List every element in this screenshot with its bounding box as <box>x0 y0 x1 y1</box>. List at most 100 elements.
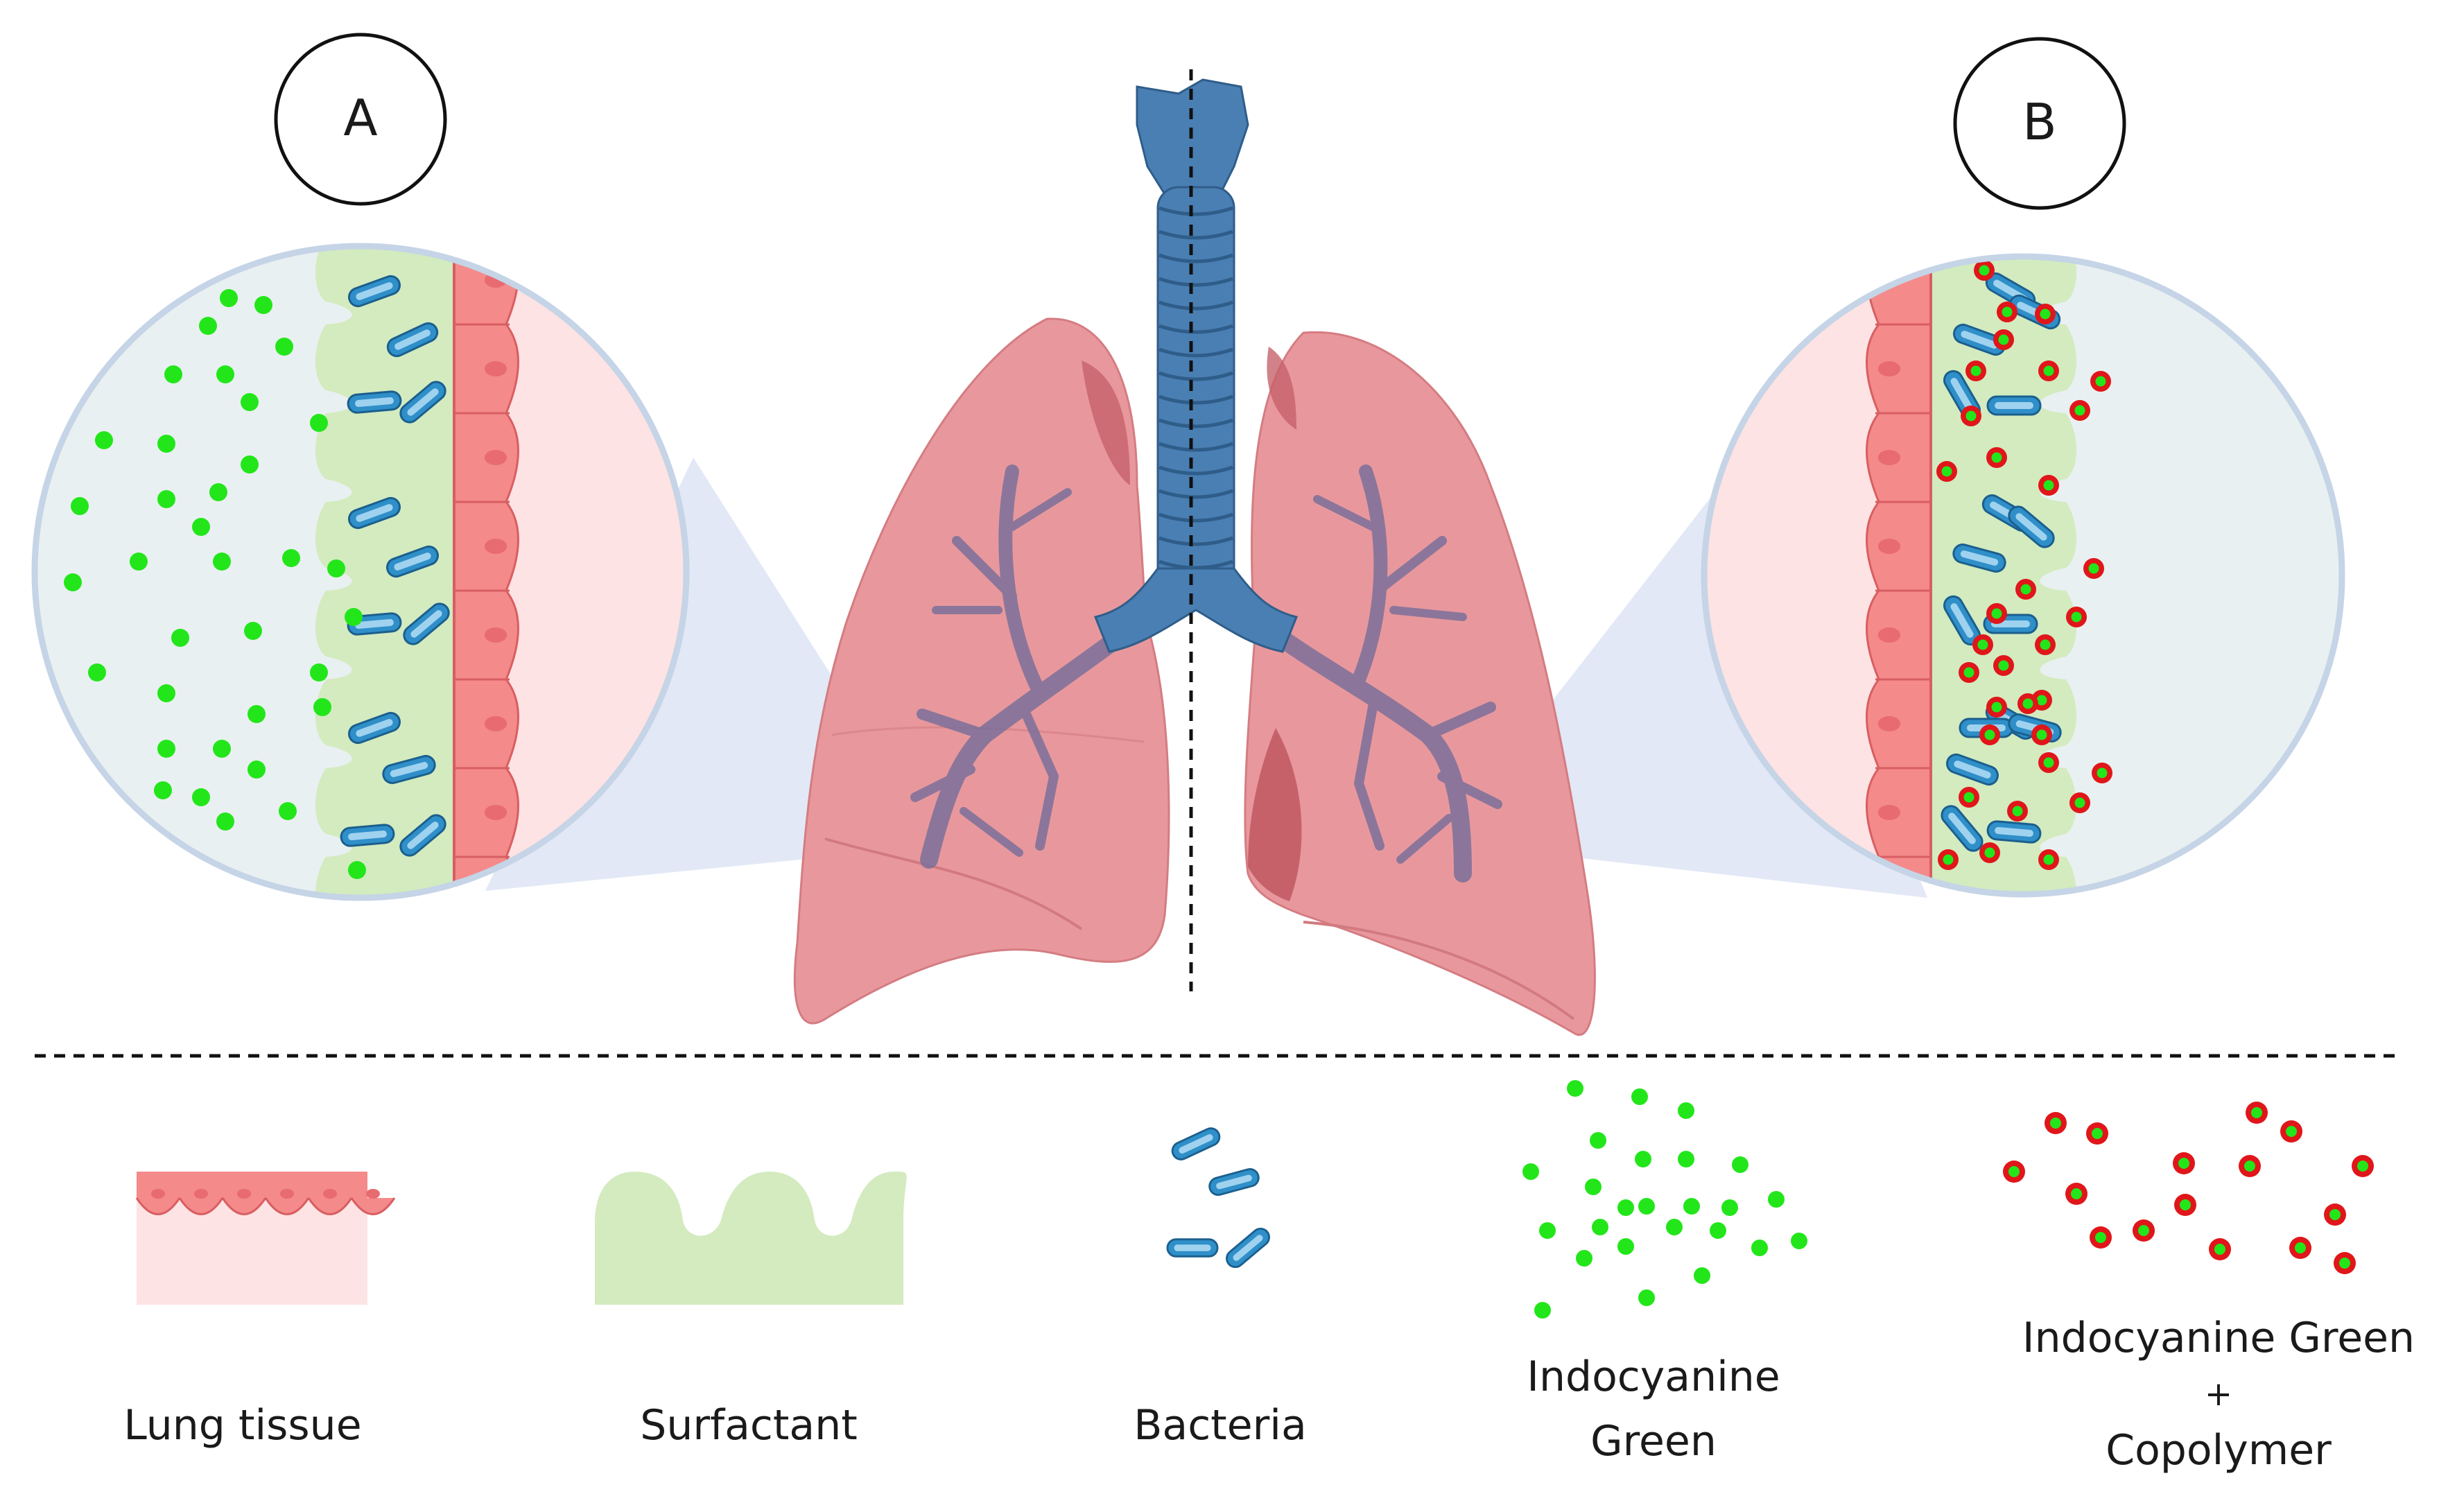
icg-copolymer-particles-b <box>1936 260 2112 870</box>
legend-icg-label: Indocyanine Green <box>1480 1345 1827 1474</box>
icg-particle <box>310 663 328 681</box>
icg-particle <box>1710 1222 1726 1239</box>
icg-particle <box>1592 1219 1608 1235</box>
icg-particle <box>241 455 259 473</box>
tissue-cell <box>264 1197 310 1215</box>
bronchi <box>1093 567 1299 653</box>
icg-particle <box>1791 1233 1807 1249</box>
icg-particle <box>213 740 231 758</box>
icg-particle <box>279 802 297 820</box>
legend-bacteria-icon <box>1166 1127 1270 1269</box>
icg-particle <box>282 549 300 567</box>
icg-particle <box>216 813 234 831</box>
legend-icg-copolymer-label: Indocyanine Green + Copolymer <box>1955 1307 2439 1481</box>
icg-particle <box>130 553 148 571</box>
icg-particle <box>345 608 363 626</box>
bacterium <box>348 496 401 530</box>
icg-particle <box>310 414 328 432</box>
icg-particle <box>1638 1198 1655 1215</box>
legend-icg-line1: Indocyanine <box>1527 1353 1780 1401</box>
icg-particle <box>1590 1132 1606 1149</box>
tissue-cell <box>505 590 519 680</box>
icg-particle <box>71 497 89 515</box>
legend-bacteria-label: Bacteria <box>1134 1401 1307 1450</box>
lung-tissue-cells-b <box>1866 257 1932 894</box>
legend-lung-tissue-icon <box>135 1172 396 1305</box>
icg-particle <box>1635 1151 1651 1167</box>
icg-particle <box>1678 1102 1694 1119</box>
bacterium <box>386 545 439 578</box>
icg-particle <box>192 788 210 806</box>
tissue-cell <box>1866 767 1880 858</box>
icg-particle <box>1576 1250 1592 1267</box>
tissue-cell <box>1866 501 1880 591</box>
tissue-cell <box>505 412 519 503</box>
tissue-cell <box>135 1197 181 1215</box>
icg-particle <box>1617 1238 1634 1255</box>
icg-particle <box>1751 1240 1768 1256</box>
icg-particle <box>171 629 189 647</box>
icg-particle <box>157 684 175 702</box>
tissue-cell <box>307 1197 353 1215</box>
icg-particle <box>64 573 82 591</box>
tissue-cell <box>1866 324 1880 414</box>
lung-tissue-cells-a <box>453 246 519 898</box>
icg-particle <box>1539 1222 1556 1239</box>
icg-particle <box>157 740 175 758</box>
legend-icgc-line1: Indocyanine Green <box>2022 1314 2415 1362</box>
icg-particle <box>209 483 227 501</box>
icg-particle <box>1732 1156 1748 1173</box>
bacterium <box>382 755 436 784</box>
legend-icg-line2: Green <box>1590 1417 1717 1466</box>
icg-particle <box>275 338 293 356</box>
icg-particle <box>1585 1179 1602 1195</box>
tissue-cell <box>505 501 519 591</box>
left-lung-lobe-line <box>824 837 1083 930</box>
legend-icgc-line2: + <box>2204 1375 2233 1414</box>
right-lung <box>1244 331 1596 1036</box>
panel-a-badge <box>274 33 447 206</box>
zoom-circle-a <box>31 243 690 901</box>
icg-particle <box>1666 1219 1683 1235</box>
bacterium <box>403 602 450 645</box>
tissue-cell <box>1866 412 1880 503</box>
legend-icg-icon <box>1522 1080 1807 1319</box>
icg-particle <box>1522 1163 1539 1180</box>
bacterium <box>1171 1127 1221 1161</box>
icg-particle <box>1617 1199 1634 1216</box>
bacterium <box>2008 505 2055 548</box>
bacterium <box>1946 753 1999 786</box>
right-lung-notch <box>1248 728 1302 901</box>
bacterium <box>348 275 401 308</box>
tissue-cell <box>505 767 519 858</box>
icg-particle <box>327 559 345 577</box>
zoom-circle-b <box>1701 253 2345 898</box>
icg-particle <box>254 296 272 314</box>
icg-particle <box>164 365 182 383</box>
icg-particle <box>244 622 262 640</box>
bacterium <box>1208 1168 1260 1196</box>
legend-surfactant-icon <box>595 1172 907 1305</box>
icg-particle <box>1567 1080 1583 1097</box>
icg-particle <box>216 365 234 383</box>
icg-particle <box>1534 1302 1551 1319</box>
icg-particle <box>154 781 172 799</box>
legend-icg-copolymer-icon <box>2003 1102 2374 1274</box>
icg-particle <box>1694 1267 1710 1284</box>
tissue-cell <box>1866 679 1880 769</box>
icg-particle <box>1678 1151 1694 1167</box>
icg-particle <box>192 518 210 536</box>
icg-particles-a <box>64 289 366 879</box>
icg-particle <box>313 698 331 716</box>
trachea <box>1156 186 1235 591</box>
bacterium <box>399 381 446 424</box>
lungs-illustration <box>793 78 1596 1036</box>
tissue-cell <box>178 1197 224 1215</box>
panel-b-badge <box>1953 37 2126 210</box>
panel-b-label: B <box>2022 93 2057 151</box>
bacterium <box>399 814 446 857</box>
bacterium <box>386 322 439 358</box>
icg-particle <box>1768 1191 1785 1208</box>
legend-surfactant-label: Surfactant <box>640 1401 858 1450</box>
bacteria-group-a <box>340 275 450 857</box>
